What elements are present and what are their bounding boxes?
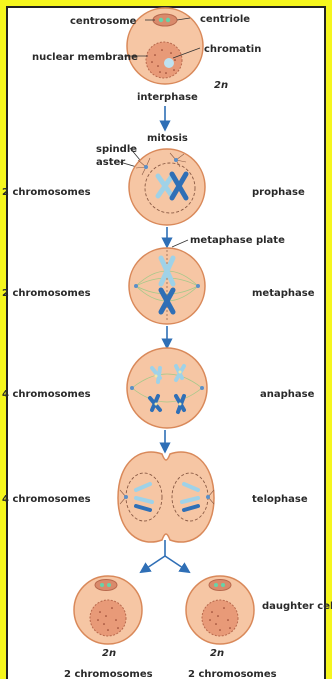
- label-metaphase-count: 2 chromosomes: [2, 288, 91, 299]
- nucleus: [146, 42, 182, 78]
- label-2n-left: 2n: [102, 648, 116, 659]
- label-chromatin: chromatin: [204, 44, 261, 55]
- anaphase-cell: [127, 348, 207, 428]
- metaphase-cell: [129, 248, 205, 324]
- label-prophase-count: 2 chromosomes: [2, 187, 91, 198]
- label-interphase: interphase: [137, 92, 198, 103]
- label-telophase: telophase: [252, 494, 308, 505]
- label-prophase: prophase: [252, 187, 305, 198]
- telophase-cell: [118, 452, 214, 542]
- label-metaphase-plate: metaphase plate: [190, 235, 285, 246]
- label-nuclear-membrane: nuclear membrane: [32, 52, 138, 63]
- daughter-cell-right: [186, 576, 254, 644]
- label-2n-top: 2n: [214, 80, 228, 91]
- label-metaphase: metaphase: [252, 288, 315, 299]
- centrosome: [153, 14, 177, 26]
- label-anaphase-count: 4 chromosomes: [2, 389, 91, 400]
- label-daughter-cells: daughter cells: [262, 601, 332, 612]
- label-centrosome: centrosome: [70, 16, 137, 27]
- interphase-cell: [127, 8, 203, 84]
- daughter-cell-left: [74, 576, 142, 644]
- label-right-count: 2 chromosomes: [188, 669, 277, 679]
- prophase-cell: [129, 149, 205, 225]
- label-2n-right: 2n: [210, 648, 224, 659]
- label-telophase-count: 4 chromosomes: [2, 494, 91, 505]
- label-centriole: centriole: [200, 14, 250, 25]
- label-left-count: 2 chromosomes: [64, 669, 153, 679]
- label-mitosis: mitosis: [147, 133, 188, 144]
- split-arrows: [144, 540, 186, 570]
- label-anaphase: anaphase: [260, 389, 315, 400]
